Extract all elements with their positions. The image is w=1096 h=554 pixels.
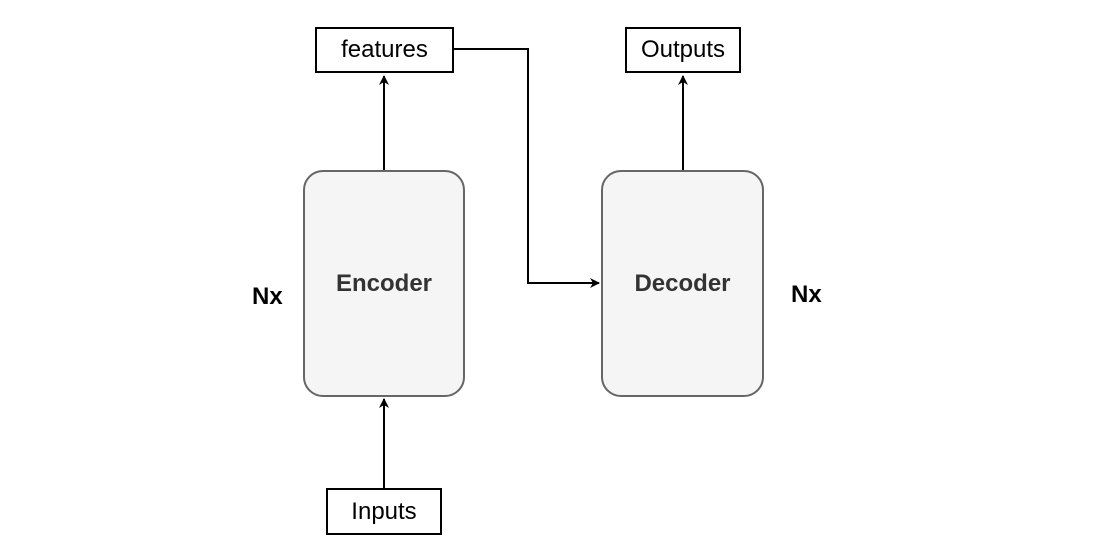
- features-node: features: [315, 27, 454, 73]
- outputs-node: Outputs: [625, 27, 741, 73]
- edge-features-to-decoder: [453, 48, 600, 288]
- encoder-block: Encoder: [303, 170, 465, 397]
- encoder-repeat-label: Nx: [252, 283, 283, 310]
- decoder-repeat-label: Nx: [791, 281, 822, 308]
- inputs-node: Inputs: [326, 488, 442, 535]
- decoder-block: Decoder: [601, 170, 764, 397]
